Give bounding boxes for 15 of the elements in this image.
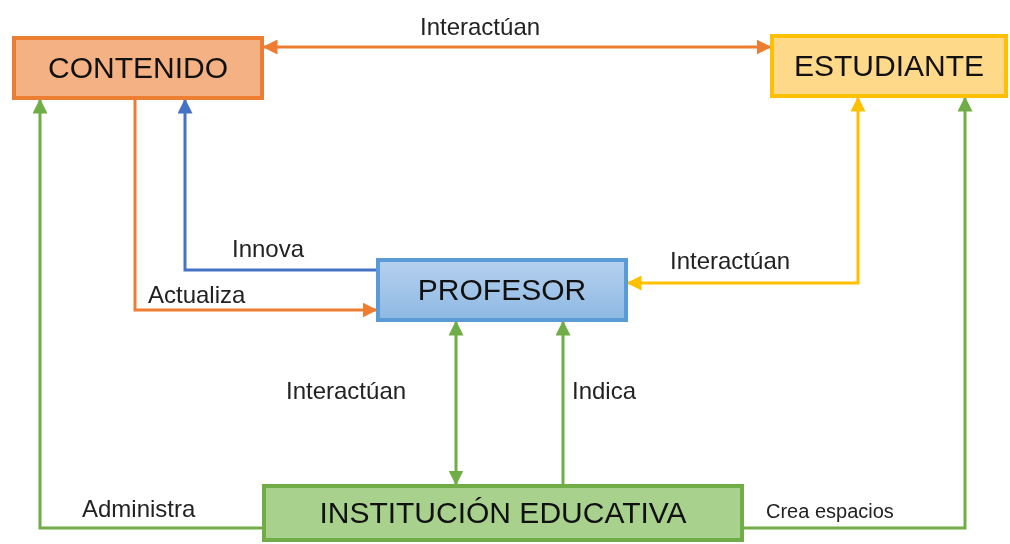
- node-label: INSTITUCIÓN EDUCATIVA: [319, 496, 687, 530]
- node-label: ESTUDIANTE: [794, 49, 984, 83]
- node-label: CONTENIDO: [48, 51, 228, 85]
- edge-label: Crea espacios: [764, 500, 896, 522]
- arrow: [133, 100, 378, 318]
- process-box: [12, 36, 264, 100]
- node-label: PROFESOR: [417, 273, 587, 307]
- arrow: [744, 96, 973, 530]
- arrow: [448, 320, 464, 486]
- arrow: [177, 98, 376, 272]
- process-box: [770, 34, 1008, 98]
- process-box: [376, 258, 628, 322]
- arrow: [32, 98, 262, 530]
- process-box: [262, 484, 744, 542]
- arrow: [555, 320, 571, 484]
